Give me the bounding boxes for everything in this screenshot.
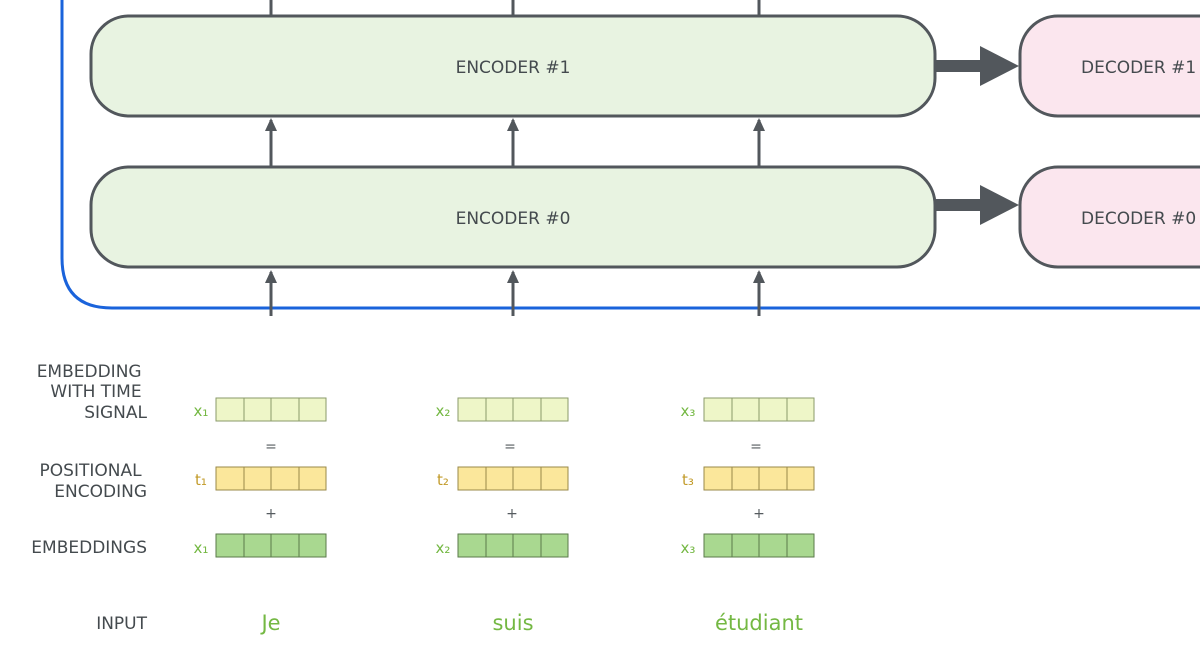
- embedding-vector-3: [703, 533, 815, 558]
- signal-var-1: x₁: [194, 402, 209, 420]
- encoder1-to-decoder1-arrow: [935, 46, 1019, 86]
- column-3: x₃ = t₃ + x₃ étudian: [681, 397, 815, 635]
- encoder-1-label: ENCODER #1: [456, 58, 571, 78]
- row-label-line: WITH TIME: [50, 382, 141, 402]
- encoder-stack-container: [60, 0, 1200, 310]
- pos-var-1: t₁: [195, 471, 207, 489]
- emb-var-1: x₁: [194, 539, 209, 557]
- signal-vector-1: [215, 397, 327, 422]
- input-word-3: étudiant: [715, 611, 803, 635]
- decoder-0-label: DECODER #0: [1081, 209, 1196, 229]
- encoder-0-label: ENCODER #0: [456, 209, 571, 229]
- equals-sign-2: =: [504, 439, 516, 455]
- emb-var-3: x₃: [681, 539, 696, 557]
- column-2: x₂ = t₂ + x₂ suis: [436, 397, 569, 635]
- decoder-1-box: [1018, 14, 1200, 118]
- plus-sign-3: +: [753, 506, 765, 522]
- encoder0-to-decoder0-arrow: [935, 185, 1019, 225]
- embedding-vector-2: [457, 533, 569, 558]
- positional-vector-1: [215, 466, 327, 491]
- equals-sign-3: =: [750, 439, 762, 455]
- signal-vector-2: [457, 397, 569, 422]
- input-word-1: Je: [259, 611, 280, 635]
- signal-var-2: x₂: [436, 402, 451, 420]
- signal-vector-3: [703, 397, 815, 422]
- row-label-embeddings: EMBEDDINGS: [31, 538, 147, 558]
- column-1: x₁ = t₁ + x₁ Je: [194, 397, 327, 635]
- positional-vector-3: [703, 466, 815, 491]
- equals-sign-1: =: [265, 439, 277, 455]
- row-label-line: SIGNAL: [84, 403, 147, 423]
- embedding-vector-1: [215, 533, 327, 558]
- row-label-line: ENCODING: [54, 482, 147, 502]
- row-label-embedding-with-time-signal: EMBEDDING WITH TIME SIGNAL: [37, 362, 148, 423]
- decoder-0-box: [1018, 165, 1200, 269]
- row-label-input: INPUT: [96, 614, 147, 634]
- input-to-encoder0-arrows: [265, 270, 765, 316]
- plus-sign-2: +: [506, 506, 518, 522]
- encoder1-output-lines: [269, 0, 761, 16]
- emb-var-2: x₂: [436, 539, 451, 557]
- row-label-line: POSITIONAL: [40, 461, 143, 481]
- signal-var-3: x₃: [681, 402, 696, 420]
- decoder-1-label: DECODER #1: [1081, 58, 1196, 78]
- row-label-positional-encoding: POSITIONAL ENCODING: [40, 461, 147, 502]
- pos-var-2: t₂: [437, 471, 449, 489]
- positional-vector-2: [457, 466, 569, 491]
- input-word-2: suis: [492, 611, 533, 635]
- pos-var-3: t₃: [682, 471, 694, 489]
- plus-sign-1: +: [265, 506, 277, 522]
- row-label-line: EMBEDDING: [37, 362, 142, 382]
- encoder0-to-encoder1-arrows: [265, 118, 765, 167]
- encoder-0-box: [89, 165, 937, 269]
